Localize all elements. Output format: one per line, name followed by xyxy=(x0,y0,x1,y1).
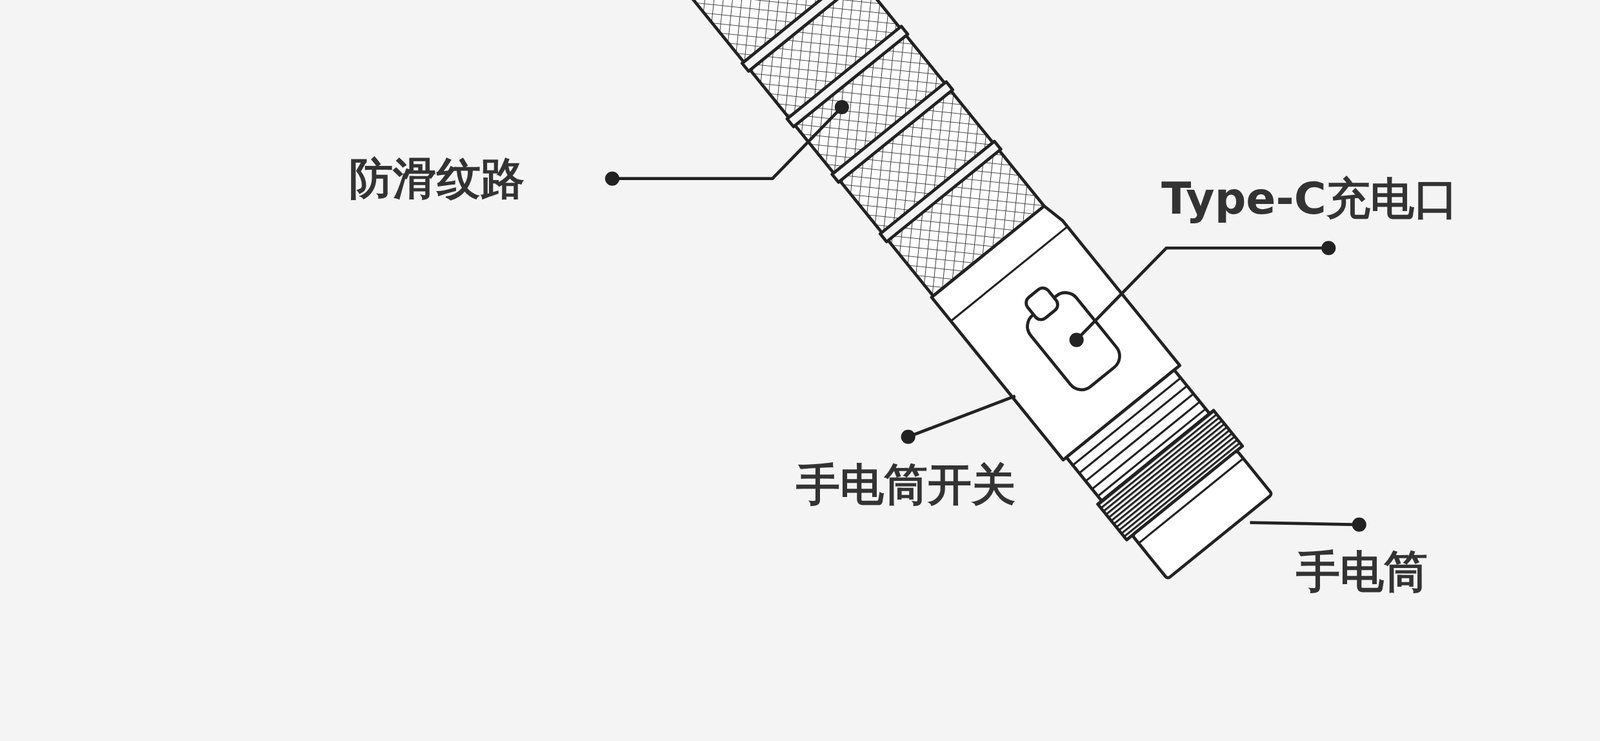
grip-band xyxy=(880,141,1001,242)
leader-dot xyxy=(1352,517,1367,532)
grip-band xyxy=(787,26,908,128)
lens-cap xyxy=(1132,450,1273,579)
leader-line xyxy=(612,107,842,179)
cap-line xyxy=(1138,458,1244,543)
leader-dot xyxy=(834,100,850,115)
part-label: 防滑纹路 xyxy=(349,154,525,204)
leader-line xyxy=(908,396,1016,437)
part-label: Type-C充电口 xyxy=(1161,174,1459,224)
leader-line xyxy=(1076,247,1330,340)
usb-c-tab xyxy=(1023,285,1061,323)
grip-band xyxy=(832,81,953,183)
part-label: 手电筒开关 xyxy=(796,460,1016,510)
grip-knurling xyxy=(650,0,1044,297)
part-label: 手电筒 xyxy=(1296,547,1428,597)
leader-dot xyxy=(901,429,916,444)
leader-line xyxy=(1250,522,1360,525)
leader-dot xyxy=(1069,332,1084,347)
grip-band xyxy=(741,0,863,71)
leader-dot xyxy=(605,171,620,186)
leader-dot xyxy=(1321,240,1336,255)
